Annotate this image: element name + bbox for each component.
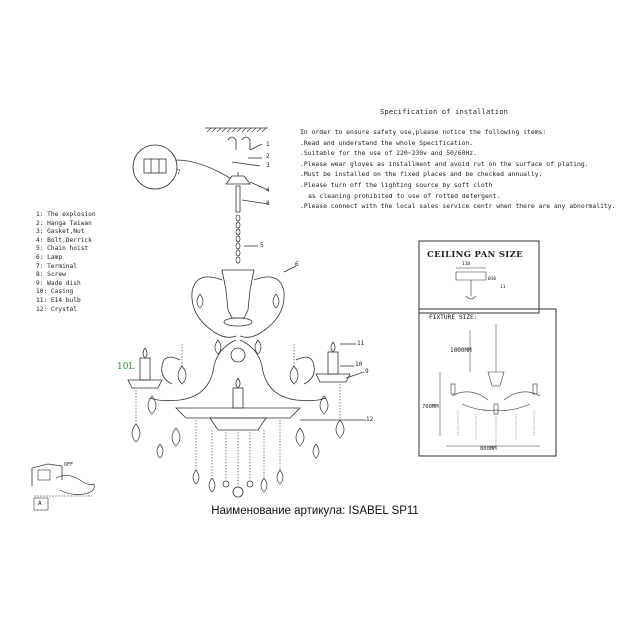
parts-item: 2: Hanga Taiwan xyxy=(36,219,92,227)
parts-item: 11: E14 bulb xyxy=(36,296,81,304)
callout-1: 1 xyxy=(266,141,270,148)
spec-title: Specification of installation xyxy=(380,108,509,116)
callout-5: 5 xyxy=(260,242,264,249)
spec-list: In order to ensure safety use,please not… xyxy=(300,127,616,212)
fixture-dim-chain: 1000MM xyxy=(450,347,472,354)
chain xyxy=(235,214,241,264)
parts-item: 3: Gasket,Nut xyxy=(36,228,85,236)
spec-item: .Please wear gloves as installment and a… xyxy=(300,159,589,168)
callout-6: 6 xyxy=(295,261,299,268)
callout-8: 8 xyxy=(266,200,270,207)
ceiling-pan-dim-2: Ø30 xyxy=(488,277,497,282)
ceiling-pan-dim-3: 11 xyxy=(500,285,506,290)
spec-item: In order to ensure safety use,please not… xyxy=(300,128,547,136)
crystal-strands xyxy=(135,344,341,488)
fixture-title: FIXTURE SIZE: xyxy=(429,314,478,321)
crystals xyxy=(131,293,345,493)
parts-item: 12: Crystal xyxy=(36,305,77,313)
box-a-label: A xyxy=(38,500,42,507)
parts-item: 1: The explosion xyxy=(36,211,96,218)
parts-item: 7: Terminal xyxy=(36,262,77,270)
callout-10: 10 xyxy=(355,361,363,368)
callout-7: 7 xyxy=(177,169,181,176)
spec-item: .Please connect with the local sales ser… xyxy=(300,202,616,211)
callout-11: 11 xyxy=(357,340,365,347)
fixture-dim-height: 700MM xyxy=(422,404,439,410)
callout-4: 4 xyxy=(266,187,270,194)
ceiling-pan-title: CEILING PAN SIZE xyxy=(427,250,523,260)
parts-item: 8: Screw xyxy=(36,271,66,279)
callout-9: 9 xyxy=(365,368,369,375)
spec-item: .Suitable for the use of 220~230v and 50… xyxy=(300,149,477,158)
parts-item: 10: Casing xyxy=(36,288,74,296)
ceiling-pan-dim-1: 110 xyxy=(462,262,471,267)
fixture-dim-width: 800MM xyxy=(480,446,497,452)
spec-item: as cleaning prohibited to use of rotted … xyxy=(308,191,501,200)
ceiling-hatch xyxy=(206,127,267,133)
green-label: 10L xyxy=(117,362,135,372)
callout-2: 2 xyxy=(266,153,270,160)
parts-item: 9: Wade dish xyxy=(36,279,81,287)
parts-item: 5: Chain hoist xyxy=(36,245,89,253)
spec-item: .Please turn off the lighting source by … xyxy=(300,180,493,189)
parts-item: 6: Lamp xyxy=(36,253,63,261)
callout-3: 3 xyxy=(266,162,270,169)
spec-item: .Read and understand the whole Specifica… xyxy=(300,138,474,147)
parts-item: 4: Bolt,Derrick xyxy=(36,236,92,244)
parts-legend: 1: The explosion 2: Hanga Taiwan 3: Gask… xyxy=(36,211,96,314)
switch-label: OFF xyxy=(64,462,74,468)
product-caption: Наименование артикула: ISABEL SP11 xyxy=(211,505,419,517)
callout-12: 12 xyxy=(366,416,374,423)
spec-item: .Must be installed on the fixed places a… xyxy=(300,170,543,179)
